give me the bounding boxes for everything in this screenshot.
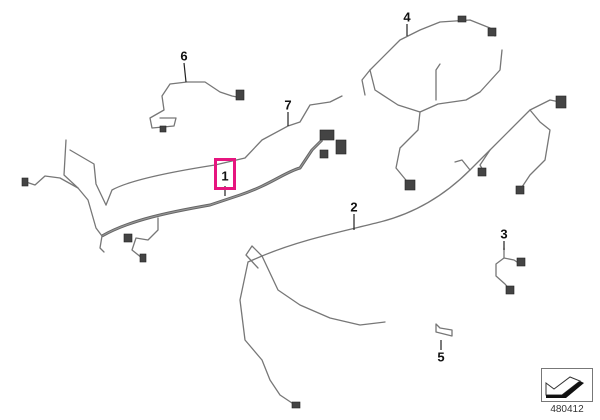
- connector-icon: [487, 27, 497, 37]
- connector-icon: [139, 253, 147, 263]
- callout-1[interactable]: 1: [221, 168, 229, 184]
- connector-icon: [159, 125, 167, 133]
- connector-icon: [291, 401, 301, 409]
- connector-icon: [335, 139, 347, 155]
- connector-icon: [123, 233, 133, 243]
- callout-6[interactable]: 6: [180, 48, 188, 64]
- callout-7[interactable]: 7: [284, 97, 292, 113]
- callout-5[interactable]: 5: [437, 349, 445, 365]
- arrow-back-icon[interactable]: [541, 368, 593, 402]
- connector-icon: [516, 257, 526, 267]
- connector-icon: [515, 185, 525, 195]
- connector-icon: [235, 89, 245, 101]
- connector-icon: [21, 177, 29, 187]
- reference-number: 480412: [550, 404, 584, 415]
- connector-icon: [319, 149, 329, 159]
- harness-part-6[interactable]: [149, 81, 245, 133]
- bracket-part-5[interactable]: [435, 323, 453, 337]
- callout-2[interactable]: 2: [350, 199, 358, 215]
- callout-4[interactable]: 4: [403, 9, 411, 25]
- connector-icon: [457, 15, 467, 23]
- harness-part-4[interactable]: [361, 15, 503, 191]
- harness-part-3[interactable]: [495, 247, 526, 295]
- harness-part-2[interactable]: [239, 95, 567, 409]
- connector-icon: [404, 179, 416, 191]
- connector-icon: [555, 95, 567, 109]
- connector-icon: [319, 129, 335, 141]
- connector-icon: [477, 167, 487, 177]
- connector-icon: [505, 285, 515, 295]
- callout-3[interactable]: 3: [500, 226, 508, 242]
- harness-part-7[interactable]: [69, 95, 343, 206]
- harness-part-1[interactable]: [21, 129, 347, 263]
- highlight-box-part-1: [214, 158, 236, 190]
